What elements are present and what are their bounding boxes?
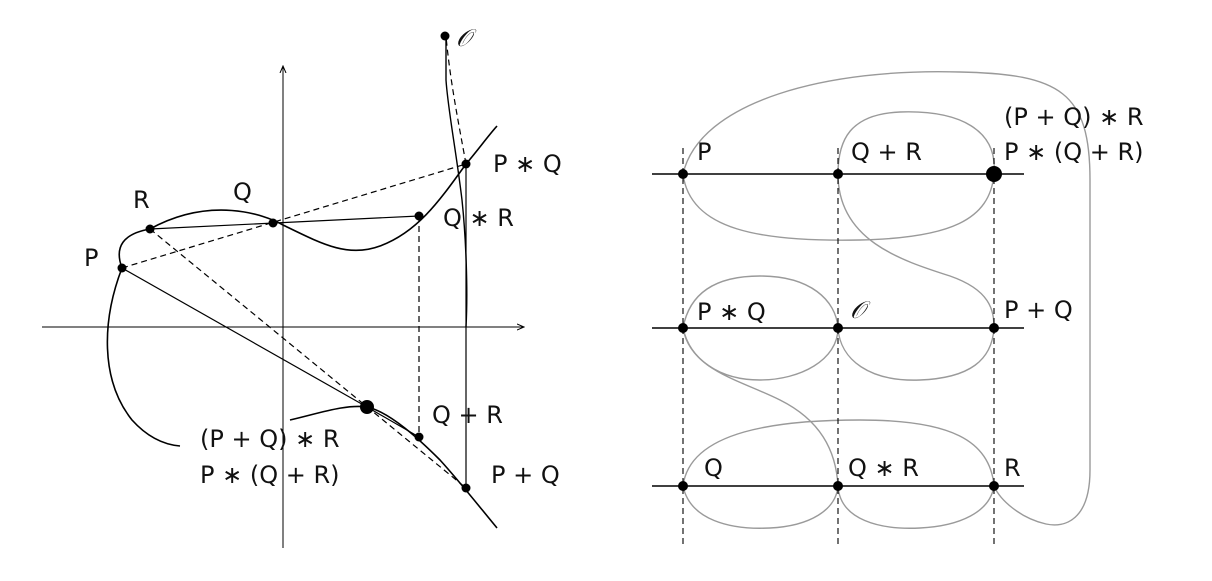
label-q-plus-r: Q + R	[432, 401, 503, 429]
label-p-star-qr: P ∗ (Q + R)	[200, 461, 340, 489]
point-q-star-r	[414, 211, 424, 221]
grid-label-q-star-r: Q ∗ R	[848, 454, 919, 482]
dashed-r-to-pplusq	[149, 228, 467, 489]
grid-label-p-star-q: P ∗ Q	[697, 298, 766, 326]
point-q	[268, 218, 278, 228]
label-p: P	[84, 244, 98, 272]
point-q-plus-r	[414, 432, 424, 442]
solid-path-to-origin	[445, 36, 468, 328]
grid-point-big	[986, 166, 1002, 182]
elliptic-curve-upper	[118, 125, 498, 269]
label-origin: 𝒪	[456, 24, 477, 52]
grey-top-loop	[682, 111, 995, 241]
grey-middle-loop-right	[837, 327, 995, 381]
grey-s-curve-upper	[837, 173, 995, 329]
point-p-star-q	[461, 159, 471, 169]
label-r: R	[133, 186, 150, 214]
elliptic-curve-lower	[106, 267, 181, 447]
grid-label-p-star-qr: P ∗ (Q + R)	[1004, 138, 1144, 166]
grid-point-p	[678, 169, 688, 179]
label-p-plus-q: P + Q	[491, 461, 560, 489]
grey-bottom-loop	[682, 419, 995, 487]
point-origin	[440, 31, 450, 41]
point-r	[145, 224, 155, 234]
grid-label-origin: 𝒪	[850, 296, 871, 324]
point-p-plus-q	[461, 483, 471, 493]
grid-point-q-plus-r	[833, 169, 843, 179]
left-diagram: 𝒪 P R Q P ∗ Q Q ∗ R Q + R (P + Q) ∗ R P …	[42, 24, 562, 548]
label-pq-star-r: (P + Q) ∗ R	[200, 425, 340, 453]
grid-label-r: R	[1004, 454, 1021, 482]
label-p-star-q: P ∗ Q	[493, 150, 562, 178]
point-big-intersection	[360, 400, 374, 414]
solid-big-point-to-qplusr	[366, 406, 420, 438]
solid-r-to-qstarr	[149, 215, 420, 230]
grid-point-p-star-q	[678, 323, 688, 333]
grid-point-p-plus-q	[989, 323, 999, 333]
grid-point-q	[678, 481, 688, 491]
label-q: Q	[233, 178, 252, 206]
point-p	[117, 263, 127, 273]
label-q-star-r: Q ∗ R	[443, 204, 514, 232]
grid-label-pq-star-r: (P + Q) ∗ R	[1004, 103, 1144, 131]
grey-outer-loop	[682, 70, 1091, 526]
grid-point-r	[989, 481, 999, 491]
grid-label-q: Q	[704, 454, 723, 482]
dashed-curve-to-origin	[445, 35, 467, 165]
right-diagram: P Q + R (P + Q) ∗ R P ∗ (Q + R) P ∗ Q 𝒪 …	[652, 70, 1144, 546]
grid-label-p-plus-q: P + Q	[1004, 296, 1073, 324]
grey-s-curve-lower	[682, 327, 839, 487]
grid-point-origin	[833, 323, 843, 333]
grid-label-p: P	[697, 138, 711, 166]
solid-p-to-big-point	[121, 267, 368, 408]
grid-label-q-plus-r: Q + R	[851, 138, 922, 166]
grid-point-q-star-r	[833, 481, 843, 491]
